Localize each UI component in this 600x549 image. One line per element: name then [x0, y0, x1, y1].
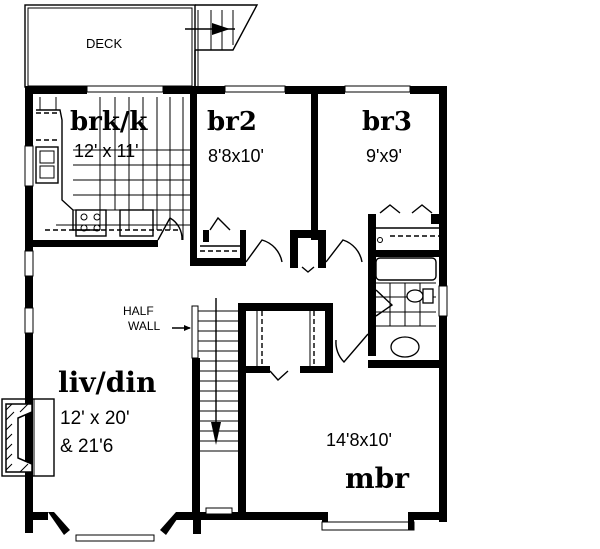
interior-walls: [190, 86, 443, 520]
room-name-brk-k: brk/k: [70, 107, 148, 137]
half-wall: [191, 305, 199, 359]
room-name-br3: br3: [362, 107, 412, 137]
room-dims-liv-din-line2: & 21'6: [60, 436, 113, 457]
stair-down-arrow-icon: [211, 422, 221, 445]
room-dims-br3: 9'x9': [366, 146, 402, 166]
room-dims-br2: 8'8x10': [208, 146, 264, 166]
kitchen-door-swing-icon: [157, 217, 183, 241]
half-wall-pointer-icon: [184, 325, 191, 331]
room-name-mbr: mbr: [345, 462, 410, 495]
half-wall-label-line1: HALF: [123, 304, 154, 318]
stair-direction-arrow-icon: [212, 23, 230, 35]
room-dims-brk-k: 12' x 11': [74, 141, 139, 161]
kitchen: [25, 97, 190, 247]
room-name-liv-din: liv/din: [58, 366, 156, 399]
bathtub-icon: [375, 257, 437, 281]
deck: [24, 4, 259, 88]
sink-icon: [35, 146, 59, 184]
sink-vanity-icon: [390, 336, 420, 358]
deck-label: DECK: [86, 36, 122, 51]
toilet-icon: [406, 289, 424, 303]
stove-icon: [75, 209, 107, 237]
half-wall-label-line2: WALL: [128, 319, 161, 333]
stairs: [172, 298, 238, 512]
room-name-br2: br2: [207, 107, 257, 137]
room-dims-liv-din-line1: 12' x 20': [60, 408, 130, 429]
refrigerator-icon: [119, 209, 154, 237]
room-dims-mbr: 14'8x10': [326, 430, 392, 450]
fireplace: [1, 398, 55, 477]
